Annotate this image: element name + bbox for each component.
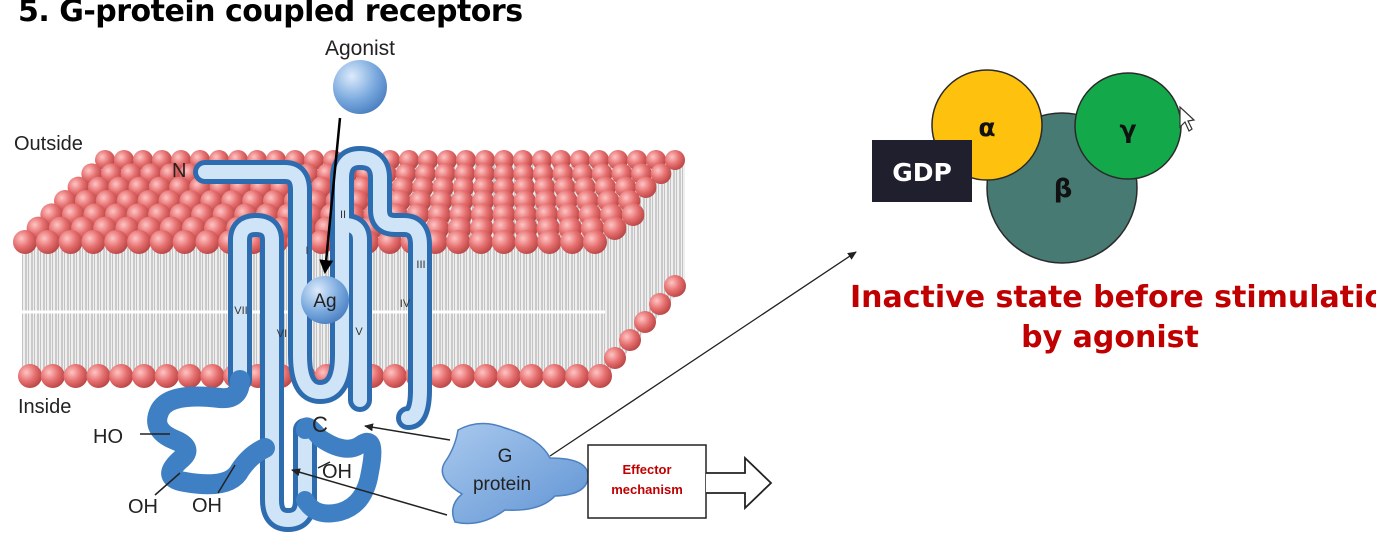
lipid-head <box>149 230 174 254</box>
oh-label: OH <box>322 461 352 483</box>
ho-label: HO <box>93 426 123 448</box>
n-terminus-label: N <box>172 160 186 182</box>
lipid-head <box>104 230 129 254</box>
hydroxyl-leaders <box>140 433 331 496</box>
gdp-label: GDP <box>892 158 952 187</box>
lipid-head <box>565 364 590 388</box>
lipid-head <box>172 230 197 254</box>
caption-line: by agonist <box>1021 320 1199 355</box>
lipid-head <box>177 364 202 388</box>
lipid-head <box>496 364 521 388</box>
binding-arrow <box>319 117 342 274</box>
g-protein-trimer: α β γ GDP <box>872 69 1182 264</box>
lipid-head <box>132 364 156 388</box>
lipid-head <box>469 230 493 254</box>
caption-line: Inactive state before stimulation <box>850 280 1376 315</box>
lipid-head <box>474 364 498 388</box>
effector-label: mechanism <box>611 482 683 497</box>
g-protein-label: G <box>498 446 513 467</box>
gdp-box <box>872 140 972 202</box>
c-terminal-tail <box>296 417 382 523</box>
lipid-head <box>446 230 471 254</box>
alpha-label: α <box>978 113 995 142</box>
helix-label: II <box>340 209 346 221</box>
agonist-molecule <box>333 60 387 114</box>
effector-label: Effector <box>622 462 671 477</box>
lipid-head <box>664 275 686 297</box>
lipid-head <box>40 364 65 388</box>
helix-labels: I II III IV V VI VII <box>234 209 425 340</box>
zoom-arrow <box>549 251 857 457</box>
helix-label: IV <box>400 298 411 310</box>
lipid-head <box>127 230 151 254</box>
lipid-head <box>63 364 88 388</box>
lipid-head <box>81 230 106 254</box>
oh-label: OH <box>192 495 222 517</box>
lipid-head <box>619 329 641 351</box>
helix-v <box>338 218 367 407</box>
lipid-head <box>200 364 225 388</box>
lipid-head <box>428 364 453 388</box>
agonist-label: Agonist <box>325 37 395 60</box>
page-title: 5. G-protein coupled receptors <box>18 0 523 29</box>
lipid-head <box>583 230 607 254</box>
inside-label: Inside <box>18 396 71 418</box>
lipid-head <box>519 364 544 388</box>
lipid-head <box>18 364 42 388</box>
lipid-head <box>491 230 516 254</box>
ligand-label: Ag <box>313 291 336 312</box>
c-terminus-label: C <box>312 412 328 437</box>
helix-vi-vii <box>233 218 312 527</box>
coupling-arrow <box>364 423 451 441</box>
helix-label: III <box>416 259 425 271</box>
lipid-head <box>603 216 627 240</box>
receptor-chain <box>198 151 427 425</box>
lipid-head <box>588 364 612 388</box>
lipid-head <box>537 230 562 254</box>
lipid-head <box>109 364 134 388</box>
helix-label: VI <box>277 328 287 340</box>
g-protein-label: protein <box>473 474 531 495</box>
lipid-head <box>542 364 567 388</box>
lipid-head <box>58 230 83 254</box>
helix-label: I <box>305 245 308 257</box>
coupling-arrow <box>291 468 448 516</box>
gpcr-receptor <box>147 146 432 532</box>
lipid-head <box>560 230 585 254</box>
gamma-label: γ <box>1119 115 1136 144</box>
lipid-head <box>665 150 685 170</box>
helix-label: VII <box>234 305 247 317</box>
helix-label: V <box>355 326 363 338</box>
lipid-head <box>514 230 539 254</box>
lipid-head <box>35 230 60 254</box>
lipid-head <box>13 230 37 254</box>
lipid-head <box>650 163 672 185</box>
lipid-head <box>86 364 111 388</box>
state-caption: Inactive state before stimulation by ago… <box>850 278 1376 358</box>
lipid-head <box>382 364 407 388</box>
g-protein-shape <box>441 422 589 525</box>
oh-label: OH <box>128 496 158 518</box>
cursor-icon <box>1179 105 1196 132</box>
bound-ligand <box>301 276 349 324</box>
lipid-head <box>649 293 671 315</box>
lipid-head <box>635 176 657 198</box>
effector-arrow <box>706 455 773 511</box>
lipid-head <box>154 364 179 388</box>
outside-label: Outside <box>14 133 83 155</box>
effector-box <box>587 444 707 519</box>
lipid-head <box>604 347 626 369</box>
lipid-head <box>195 230 220 254</box>
lipid-head <box>621 203 645 227</box>
lipid-head <box>634 311 656 333</box>
intracellular-loop <box>147 370 275 495</box>
beta-label: β <box>1054 174 1073 204</box>
lipid-head <box>451 364 476 388</box>
